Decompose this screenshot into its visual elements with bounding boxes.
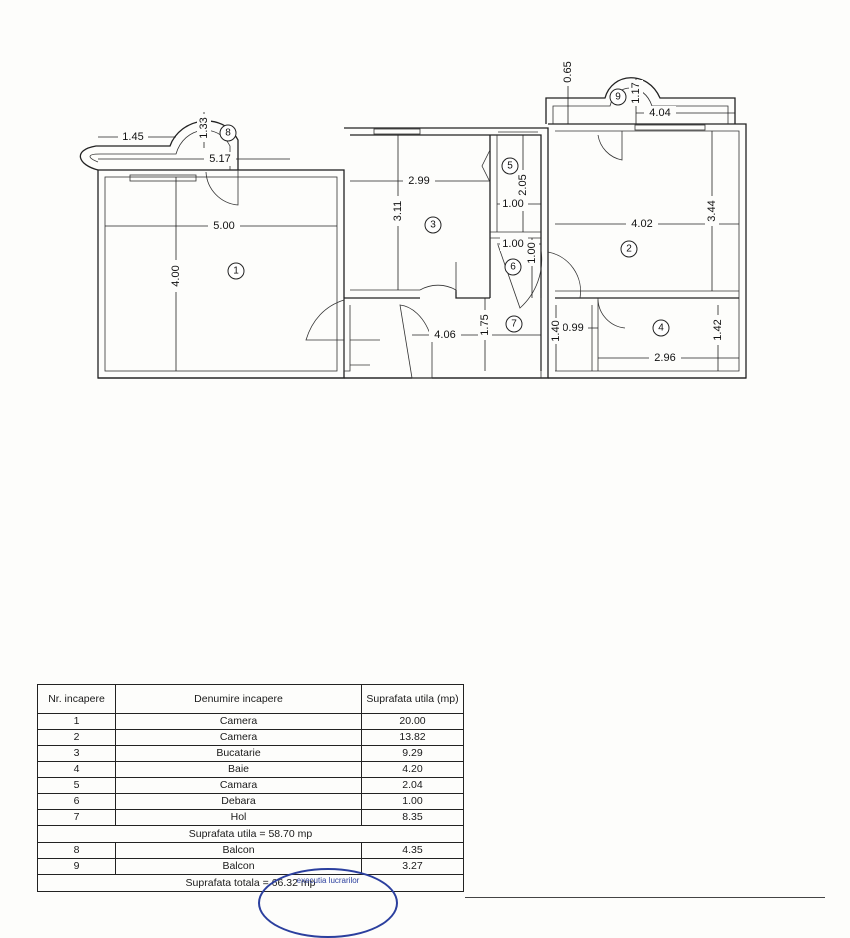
cell-nr: 9	[37, 858, 116, 875]
cell-nr: 5	[37, 777, 116, 794]
dim-room-6-width: 1.00	[502, 238, 523, 250]
cell-nr: 8	[37, 842, 116, 859]
dim-room-6-height: 1.00	[526, 242, 538, 263]
room-marker-6: 6	[510, 262, 516, 273]
dim-balcony-9-depth: 1.17	[630, 82, 642, 103]
header-room-number: Nr. incapere	[37, 684, 116, 714]
cell-nr: 1	[37, 713, 116, 730]
dim-passage-width: 0.99	[562, 322, 583, 334]
dim-room-4-height: 1.42	[712, 319, 724, 340]
room-area-table: Nr. incapere Denumire incapere Suprafata…	[37, 684, 464, 892]
table-row: 1 Camera 20.00	[37, 713, 464, 730]
dim-room-4-width: 2.96	[654, 352, 675, 364]
table-row: 9 Balcon 3.27	[37, 858, 464, 875]
dim-room-5-width: 1.00	[502, 198, 523, 210]
dim-room-5-height: 2.05	[517, 174, 529, 195]
windows	[129, 124, 706, 182]
dimension-labels: 1.45 1.33 5.17 5.00 4.00 2.99 3.11 2.05 …	[118, 58, 725, 365]
dim-balcony-8-depth: 1.33	[198, 117, 210, 138]
cell-area: 4.20	[361, 761, 464, 778]
header-room-name: Denumire incapere	[115, 684, 362, 714]
cell-area: 3.27	[361, 858, 464, 875]
official-stamp: executia lucrarilor	[258, 868, 398, 938]
cell-name: Baie	[115, 761, 362, 778]
interior-walls	[343, 135, 739, 378]
cell-name: Camera	[115, 713, 362, 730]
dim-balcony-9-length: 4.04	[649, 107, 670, 119]
cell-area: 13.82	[361, 729, 464, 746]
table-row: 5 Camara 2.04	[37, 777, 464, 794]
total-row: Suprafata totala = 66.32 mp	[37, 874, 464, 892]
dim-room-7-width: 4.06	[434, 329, 455, 341]
table-row: 3 Bucatarie 9.29	[37, 745, 464, 762]
dim-room-3-width: 2.99	[408, 175, 429, 187]
subtotal-cell: Suprafata utila = 58.70 mp	[37, 825, 464, 843]
room-marker-8: 8	[225, 128, 231, 139]
dim-balcony-9-offset: 0.65	[562, 61, 574, 82]
dim-room-1-top-length: 5.17	[209, 153, 230, 165]
table-row: 6 Debara 1.00	[37, 793, 464, 810]
cell-area: 4.35	[361, 842, 464, 859]
dim-room-1-height: 4.00	[170, 265, 182, 286]
dim-passage-height: 1.40	[550, 320, 562, 341]
subtotal-row: Suprafata utila = 58.70 mp	[37, 825, 464, 843]
dim-balcony-8-length: 1.45	[122, 131, 143, 143]
table-row: 7 Hol 8.35	[37, 809, 464, 826]
cell-area: 20.00	[361, 713, 464, 730]
exterior-walls	[97, 123, 747, 379]
header-room-area: Suprafata utila (mp)	[361, 684, 464, 714]
cell-name: Balcon	[115, 842, 362, 859]
bottom-rule	[465, 897, 825, 898]
table-row: 8 Balcon 4.35	[37, 842, 464, 859]
floor-plan: 1.45 1.33 5.17 5.00 4.00 2.99 3.11 2.05 …	[79, 58, 747, 379]
cell-name: Hol	[115, 809, 362, 826]
cell-name: Debara	[115, 793, 362, 810]
room-marker-5: 5	[507, 161, 513, 172]
table-row: 4 Baie 4.20	[37, 761, 464, 778]
dim-room-1-width: 5.00	[213, 220, 234, 232]
room-marker-1: 1	[233, 266, 239, 277]
room-marker-7: 7	[511, 319, 517, 330]
cell-nr: 4	[37, 761, 116, 778]
cell-name: Camara	[115, 777, 362, 794]
cell-nr: 2	[37, 729, 116, 746]
dim-room-3-height: 3.11	[392, 201, 404, 222]
cell-name: Camera	[115, 729, 362, 746]
table-row: 2 Camera 13.82	[37, 729, 464, 746]
cell-area: 8.35	[361, 809, 464, 826]
room-marker-2: 2	[626, 244, 632, 255]
cell-nr: 7	[37, 809, 116, 826]
room-marker-4: 4	[658, 323, 664, 334]
cell-name: Bucatarie	[115, 745, 362, 762]
cell-area: 9.29	[361, 745, 464, 762]
dim-room-2-height: 3.44	[706, 200, 718, 221]
room-markers: 1 2 3 4 5 6 7 8 9	[219, 88, 670, 337]
dimension-lines	[98, 60, 739, 371]
room-marker-9: 9	[615, 92, 621, 103]
cell-area: 1.00	[361, 793, 464, 810]
cell-area: 2.04	[361, 777, 464, 794]
total-cell: Suprafata totala = 66.32 mp	[37, 874, 464, 892]
table-header-row: Nr. incapere Denumire incapere Suprafata…	[37, 684, 464, 714]
stamp-text: executia lucrarilor	[296, 876, 360, 885]
dim-room-7-height: 1.75	[479, 314, 491, 335]
cell-nr: 3	[37, 745, 116, 762]
cell-nr: 6	[37, 793, 116, 810]
dim-room-2-width: 4.02	[631, 218, 652, 230]
room-marker-3: 3	[430, 220, 436, 231]
